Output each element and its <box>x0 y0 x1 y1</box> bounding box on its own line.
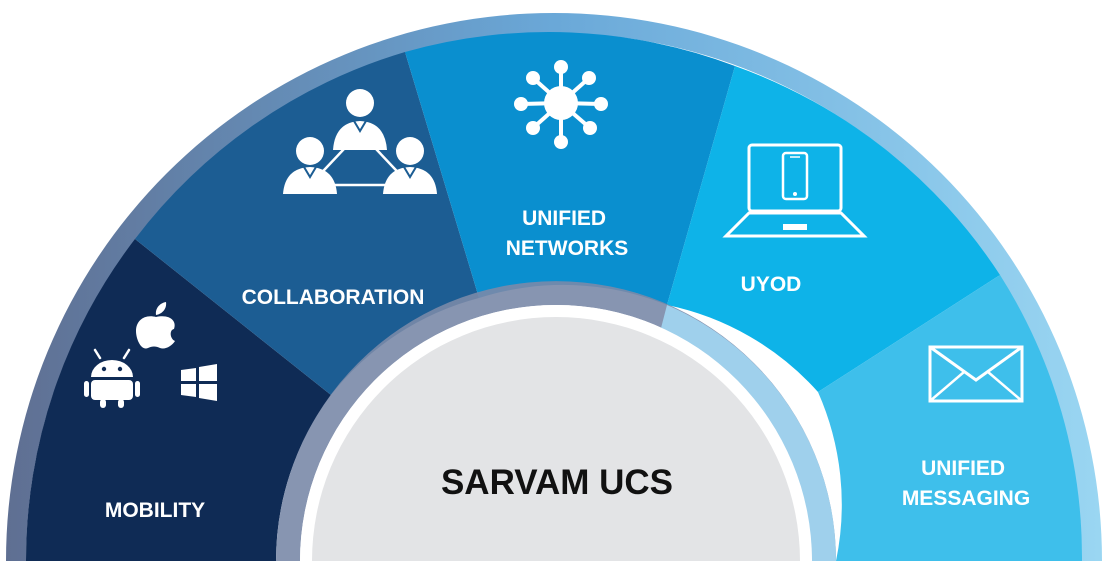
people-network-icon <box>283 89 437 194</box>
segment-unified-networks <box>405 32 735 306</box>
center-hub <box>312 317 800 561</box>
laptop-phone-icon <box>722 143 868 238</box>
label-unified-messaging: UNIFIED MESSAGING <box>902 457 1030 510</box>
segment-collaboration <box>135 52 479 395</box>
network-hub-icon <box>514 60 608 149</box>
inner-ring-right <box>660 305 837 561</box>
label-mobility: MOBILITY <box>105 499 205 522</box>
segment-mobility <box>25 239 332 561</box>
label-uyod: UYOD <box>741 273 802 296</box>
label-unified-networks: UNIFIED NETWORKS <box>506 207 629 260</box>
envelope-icon <box>928 345 1024 403</box>
windows-icon <box>181 364 217 401</box>
center-title: SARVAM UCS <box>441 463 673 502</box>
android-icon <box>84 348 140 408</box>
apple-icon <box>136 302 175 349</box>
label-collaboration: COLLABORATION <box>242 286 425 309</box>
